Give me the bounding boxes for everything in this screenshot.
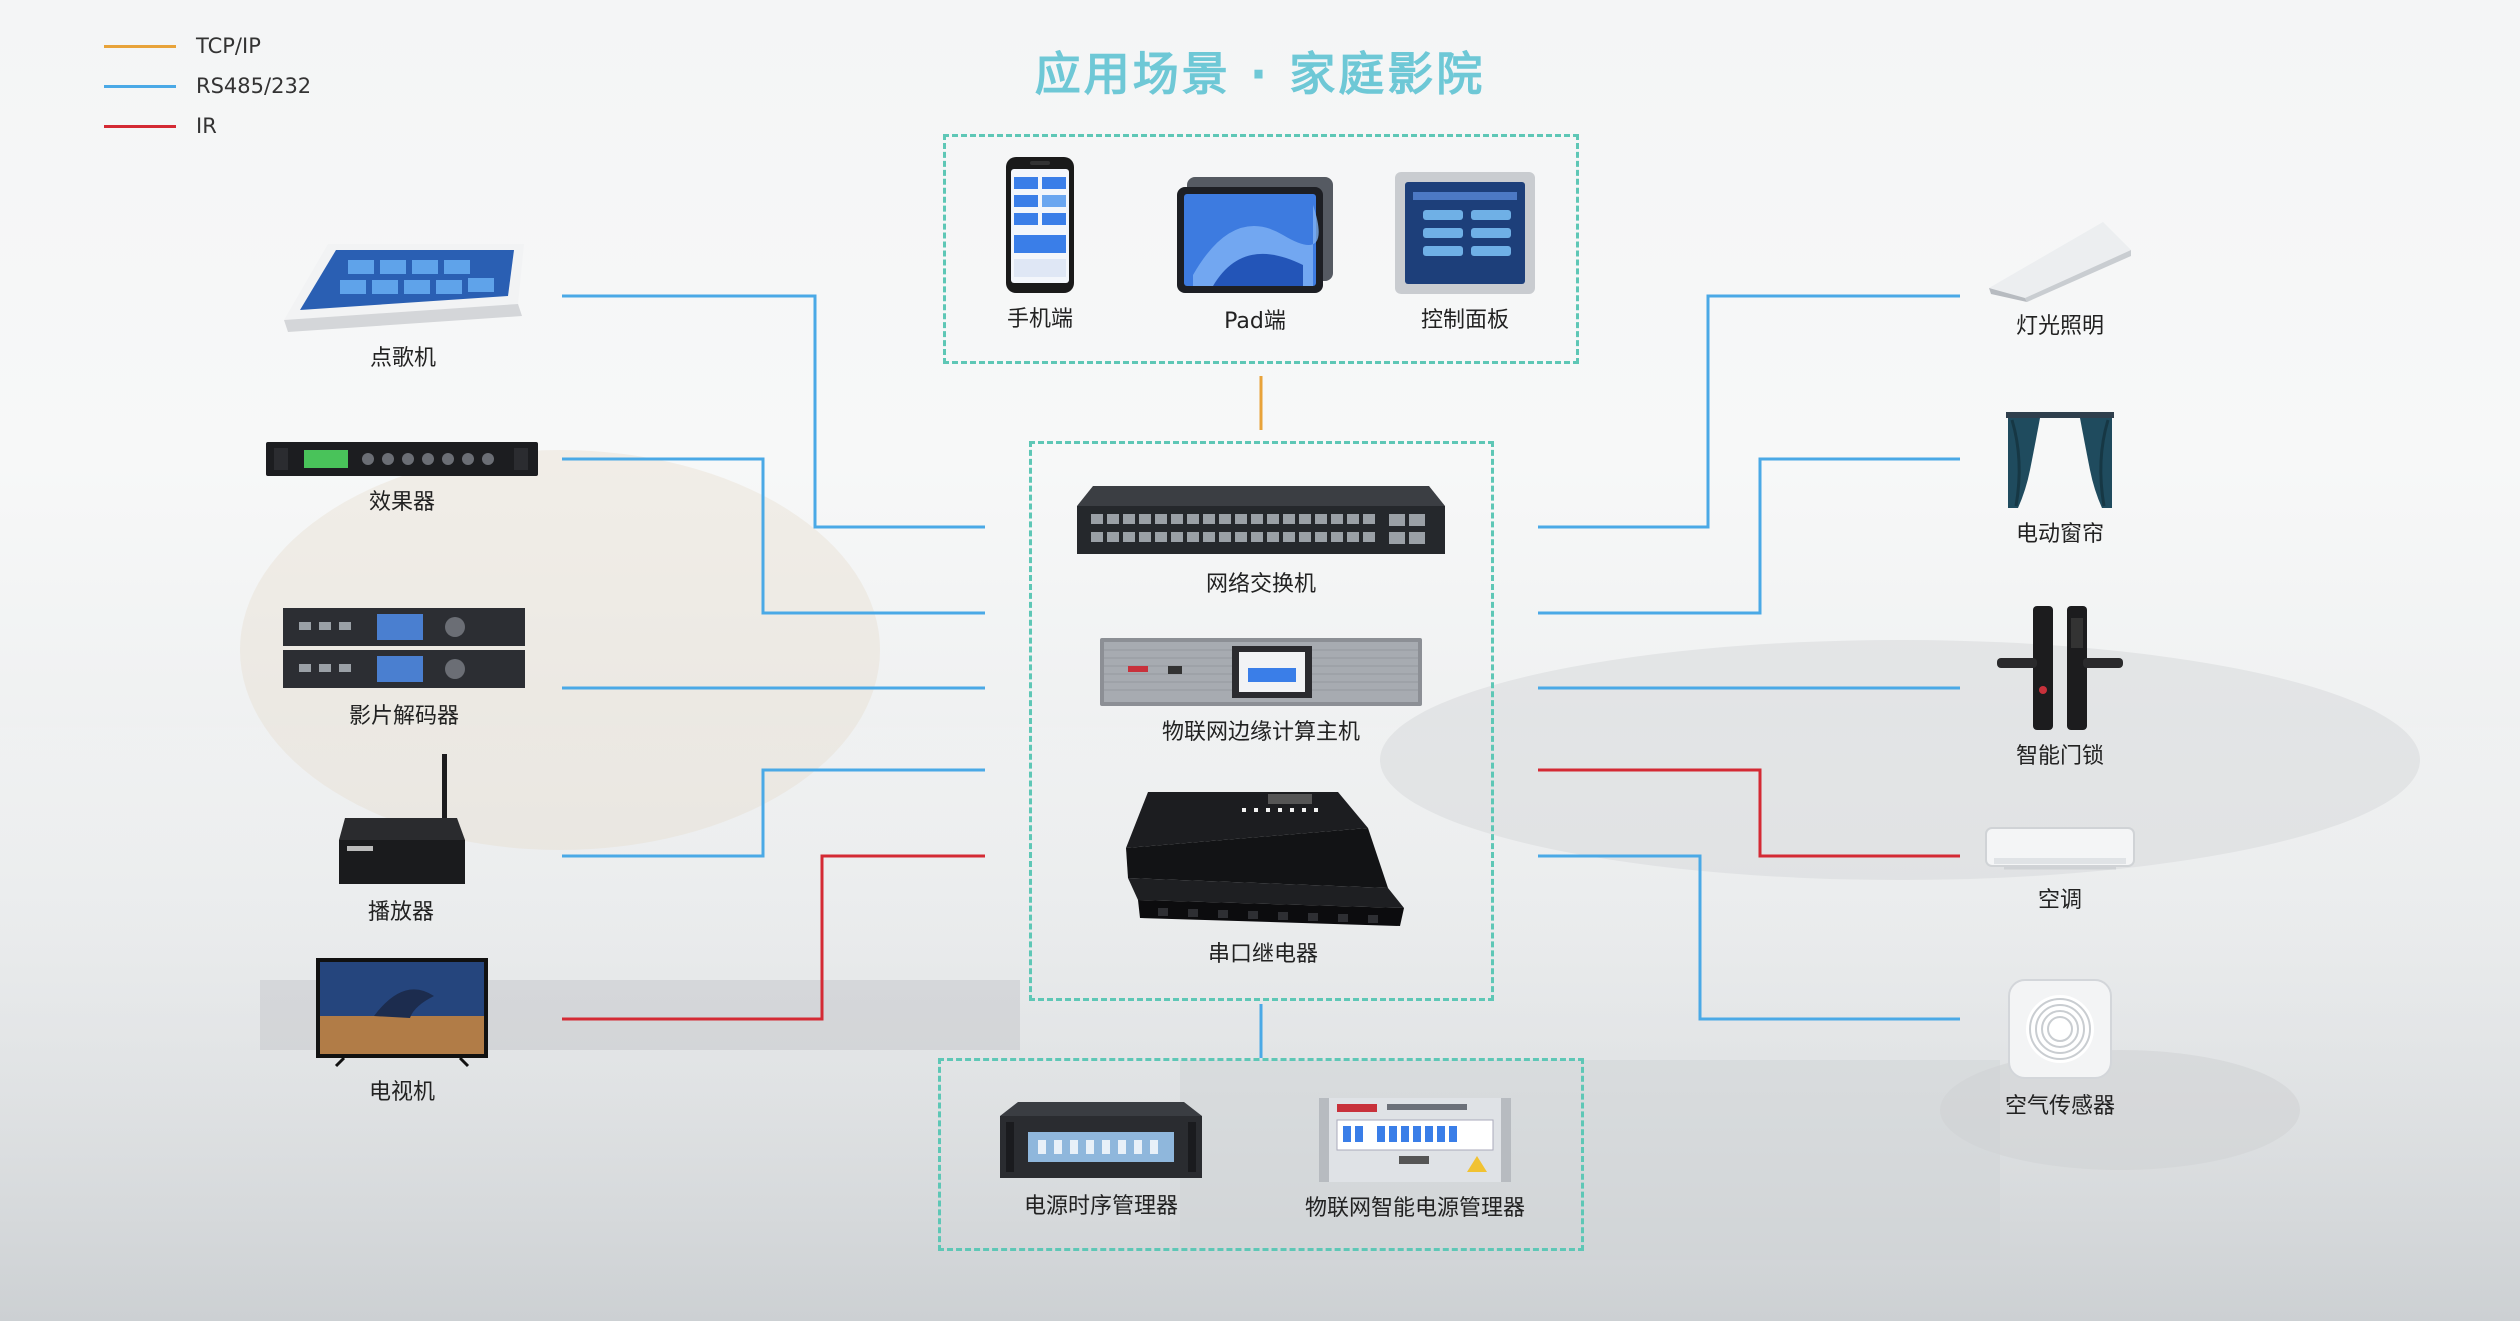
legend-label-ir: IR <box>196 114 217 138</box>
power-devices-box <box>938 1058 1584 1251</box>
network-switch-label: 网络交换机 <box>1205 572 1316 597</box>
lighting-device[interactable]: 灯光照明 <box>1960 218 2160 340</box>
legend-item-tcp: TCP/IP <box>104 26 311 66</box>
effects-label: 效果器 <box>368 490 435 515</box>
air-sensor-icon <box>2008 979 2112 1079</box>
legend-label-tcp: TCP/IP <box>196 34 261 58</box>
power-sequencer-device[interactable]: 电源时序管理器 <box>990 1100 1212 1220</box>
edge-host-label: 物联网边缘计算主机 <box>1161 720 1360 745</box>
phone-device[interactable]: 手机端 <box>990 155 1090 333</box>
karaoke-machine-icon <box>284 244 524 332</box>
network-switch-icon <box>1077 486 1445 554</box>
power-sequencer-icon <box>1000 1102 1202 1178</box>
ac-label: 空调 <box>2037 888 2082 913</box>
legend-item-ir: IR <box>104 106 311 146</box>
link-effects <box>562 457 985 615</box>
page-title: 应用场景 · 家庭影院 <box>1034 47 1486 101</box>
phone-icon <box>1006 157 1074 293</box>
core-devices-box <box>1029 441 1494 1001</box>
link-karaoke <box>562 294 985 529</box>
network-switch-device[interactable]: 网络交换机 <box>1070 480 1452 598</box>
legend-swatch-tcp <box>104 44 176 48</box>
power-sequencer-label: 电源时序管理器 <box>1023 1194 1178 1219</box>
ceiling-light-icon <box>1989 222 2131 302</box>
smart-power-device[interactable]: 物联网智能电源管理器 <box>1300 1096 1530 1222</box>
decoder-device[interactable]: 影片解码器 <box>276 604 532 730</box>
audio-effects-icon <box>266 442 538 476</box>
control-terminals-box <box>943 134 1579 364</box>
legend-item-rs485: RS485/232 <box>104 66 311 106</box>
curtain-label: 电动窗帘 <box>2015 522 2104 547</box>
karaoke-label: 点歌机 <box>369 346 436 371</box>
television-icon <box>316 958 488 1068</box>
air-sensor-device[interactable]: 空气传感器 <box>1960 976 2160 1120</box>
edge-host-device[interactable]: 物联网边缘计算主机 <box>1095 636 1427 746</box>
control-panel-icon <box>1395 172 1535 294</box>
serial-relay-icon <box>1126 792 1404 926</box>
link-lighting <box>1538 294 1960 529</box>
pad-device[interactable]: Pad端 <box>1170 175 1340 335</box>
smart-power-icon <box>1319 1098 1511 1182</box>
link-player <box>562 768 985 858</box>
phone-label: 手机端 <box>1006 307 1073 332</box>
air-conditioner-icon <box>1985 827 2135 870</box>
edge-host-icon <box>1100 638 1422 706</box>
legend-label-rs485: RS485/232 <box>196 74 312 98</box>
player-device[interactable]: 播放器 <box>316 752 486 926</box>
decoder-label: 影片解码器 <box>348 704 459 729</box>
air-sensor-label: 空气传感器 <box>2004 1094 2115 1119</box>
media-player-icon <box>339 754 465 884</box>
link-air-sensor <box>1538 854 1960 1021</box>
tv-label: 电视机 <box>368 1080 435 1105</box>
ac-device[interactable]: 空调 <box>1960 826 2160 914</box>
serial-relay-label: 串口继电器 <box>1207 942 1318 967</box>
door-lock-device[interactable]: 智能门锁 <box>1960 604 2160 770</box>
tablet-icon <box>1177 177 1333 293</box>
legend-swatch-rs485 <box>104 84 176 88</box>
effects-device[interactable]: 效果器 <box>262 440 542 516</box>
link-curtain <box>1538 457 1960 615</box>
legend-swatch-ir <box>104 124 176 128</box>
door-lock-label: 智能门锁 <box>2015 744 2104 769</box>
karaoke-device[interactable]: 点歌机 <box>270 238 536 372</box>
control-panel-device[interactable]: 控制面板 <box>1385 170 1545 334</box>
smart-lock-icon <box>1997 606 2123 730</box>
tv-device[interactable]: 电视机 <box>312 956 492 1106</box>
pad-label: Pad端 <box>1224 309 1286 334</box>
player-label: 播放器 <box>367 900 434 925</box>
curtain-icon <box>2006 412 2114 508</box>
movie-decoder-icon <box>283 608 525 688</box>
curtain-device[interactable]: 电动窗帘 <box>1960 410 2160 548</box>
control-panel-label: 控制面板 <box>1420 308 1509 333</box>
lighting-label: 灯光照明 <box>2015 314 2104 339</box>
link-tv <box>562 854 985 1021</box>
link-ac <box>1538 768 1960 858</box>
legend: TCP/IP RS485/232 IR <box>104 26 311 146</box>
serial-relay-device[interactable]: 串口继电器 <box>1118 788 1408 968</box>
smart-power-label: 物联网智能电源管理器 <box>1304 1196 1525 1221</box>
